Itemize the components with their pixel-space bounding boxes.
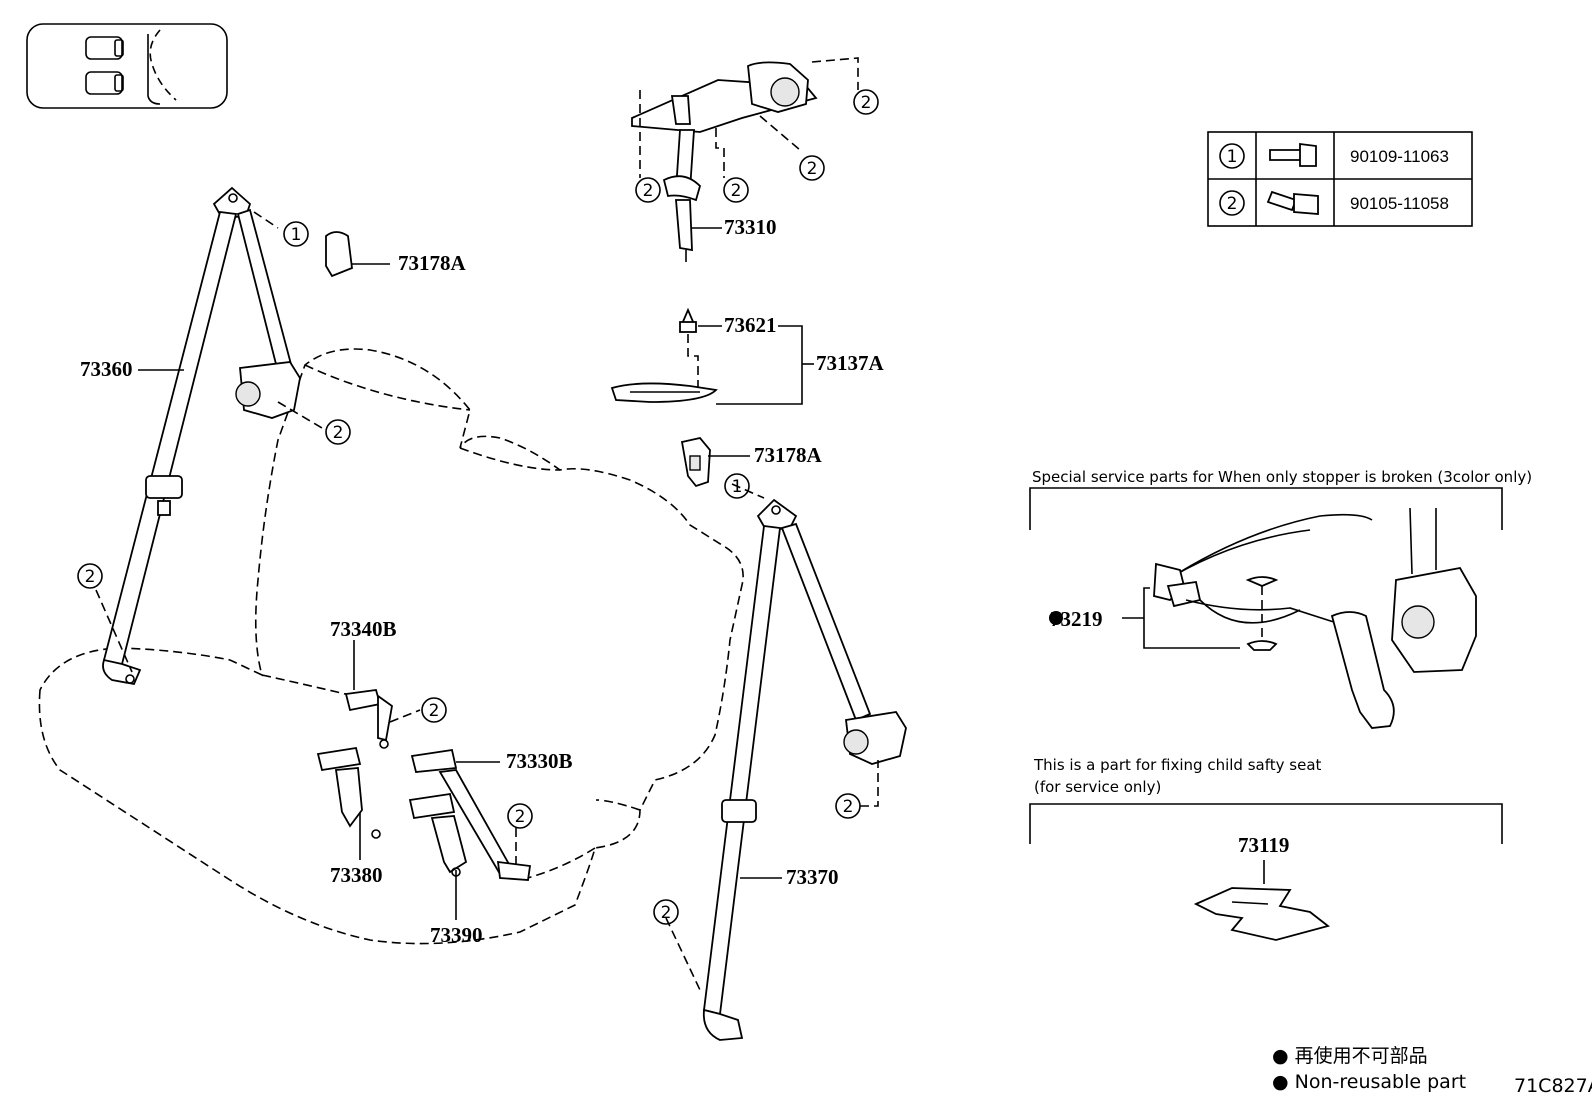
ref-marker-2: 2 [653,899,679,925]
part-73380: 73380 [330,863,383,887]
ref-marker-2: 2 [799,155,825,181]
anchor-cover-middle [680,437,711,488]
svg-text:1: 1 [732,477,743,497]
part-73370: 73370 [786,865,839,889]
buckle-73380 [316,746,381,839]
ref-marker-1: 1 [283,221,309,247]
svg-text:2: 2 [1227,194,1238,214]
reference-markers: 1 1 2 2 2 2 2 2 2 2 2 2 [77,89,879,925]
svg-text:(for service only): (for service only) [1034,778,1161,796]
part-73178A-mid: 73178A [754,443,823,467]
non-reusable-marker [1049,611,1063,625]
ref-marker-1: 1 [724,473,750,499]
svg-text:2: 2 [861,93,872,113]
special-service-section: Special service parts for When only stop… [1029,468,1532,729]
vehicle-location-thumbnail [26,23,228,109]
belt-guide-cover [610,307,718,403]
ref-marker-2: 2 [853,89,879,115]
svg-text:2: 2 [515,807,526,827]
svg-text:2: 2 [643,181,654,201]
fastener-row-2: 2 90105-11058 [1219,190,1449,216]
stopper-illustration [1153,507,1477,729]
svg-text:90109-11063: 90109-11063 [1350,147,1449,166]
legend: ● 再使用不可部品 ● Non-reusable part [1272,1045,1466,1093]
ref-marker-2: 2 [835,793,861,819]
diagram-id: 71C827A [1514,1075,1592,1097]
part-number-labels: 73178A 73310 73360 73621 73137A 73178A 7… [80,215,885,947]
svg-text:2: 2 [333,423,344,443]
part-73330B: 73330B [506,749,573,773]
part-73621: 73621 [724,313,777,337]
child-seat-fixing-section: This is a part for fixing child safty se… [1029,756,1503,941]
part-73178A-top: 73178A [398,251,467,275]
buckle-73340B [344,689,393,749]
buckle-73390 [408,792,468,877]
svg-text:90105-11058: 90105-11058 [1350,194,1449,213]
ref-marker-2: 2 [325,419,351,445]
legend-en: ● Non-reusable part [1272,1071,1466,1093]
svg-text:1: 1 [1227,147,1238,167]
fastener-table: 1 90109-11063 2 90105-11058 [1207,131,1473,227]
ref-marker-2: 2 [421,697,447,723]
buckle-73330B [410,748,532,881]
part-73360: 73360 [80,357,133,381]
ref-marker-2: 2 [723,177,749,203]
anchor-cover-top [325,231,353,278]
part-73310: 73310 [724,215,777,239]
svg-text:2: 2 [731,181,742,201]
ref-marker-2: 2 [507,803,533,829]
bolt-2-icon [1266,190,1319,215]
part-73119: 73119 [1238,833,1289,857]
svg-text:2: 2 [85,567,96,587]
svg-text:2: 2 [661,903,672,923]
legend-jp: ● 再使用不可部品 [1272,1045,1428,1067]
svg-text:1: 1 [291,225,302,245]
right-seat-belt-assembly [702,498,907,1041]
svg-text:2: 2 [429,701,440,721]
ref-marker-2: 2 [77,563,103,589]
left-seat-belt-assembly [102,186,301,686]
part-73137A: 73137A [816,351,885,375]
leader-lines [95,211,879,991]
svg-text:2: 2 [807,159,818,179]
svg-text:Special service parts for When: Special service parts for When only stop… [1032,468,1532,486]
rear-seat-outline [38,348,744,945]
ref-marker-2: 2 [635,177,661,203]
bolt-1-icon [1269,142,1317,167]
part-73340B: 73340B [330,617,397,641]
svg-text:This is a part for fixing chil: This is a part for fixing child safty se… [1033,756,1322,774]
upper-retractor-assembly [631,57,859,262]
fastener-row-1: 1 90109-11063 [1219,142,1449,169]
svg-text:2: 2 [843,797,854,817]
part-73390: 73390 [430,923,483,947]
